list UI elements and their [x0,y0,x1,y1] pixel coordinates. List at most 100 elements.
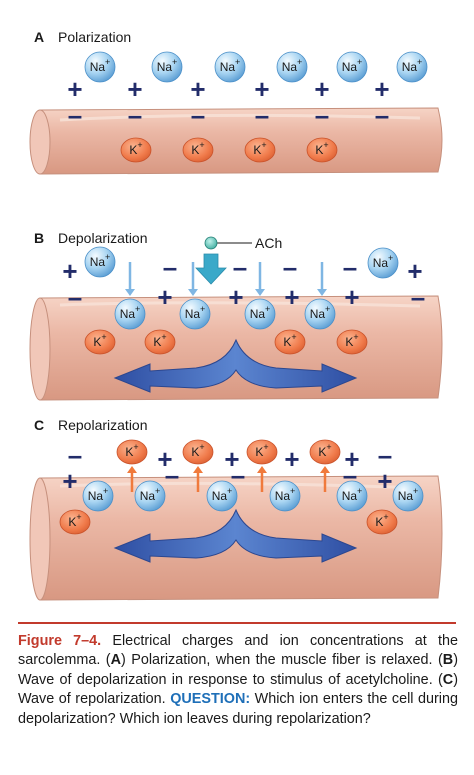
sodium-influx-arrow-head [125,289,135,296]
sodium-influx-arrow-head [188,289,198,296]
sodium-ion: Na+ [151,51,183,83]
sodium-influx-arrow-head [317,289,327,296]
sodium-ion: Na+ [82,480,114,512]
potassium-ion: K+ [274,329,306,355]
panel-c-letter: C [34,417,44,433]
sodium-ion: Na+ [244,298,276,330]
potassium-ion: K+ [59,509,91,535]
positive-charge-icon: + [228,282,243,312]
sodium-ion: Na+ [304,298,336,330]
positive-charge-icon: + [62,256,77,286]
question-text: Which ion enters the cell during depolar… [18,691,458,727]
negative-charge-icon: – [255,100,269,130]
potassium-efflux-arrow-head [127,466,137,473]
potassium-ion: K+ [120,137,152,163]
potassium-ion: K+ [244,137,276,163]
sodium-ion-icon [392,480,424,512]
potassium-ion: K+ [306,137,338,163]
sodium-ion-icon [84,51,116,83]
positive-charge-icon: + [224,444,239,474]
sodium-ion: Na+ [276,51,308,83]
negative-charge-icon: – [411,282,425,312]
positive-charge-icon: + [344,282,359,312]
negative-charge-icon: – [68,282,82,312]
sodium-ion: Na+ [179,298,211,330]
sodium-ion: Na+ [214,51,246,83]
positive-charge-icon: + [284,444,299,474]
positive-charge-icon: + [157,444,172,474]
caption-c: C [442,671,454,688]
sodium-ion: Na+ [84,51,116,83]
panel-c-title: C Repolarization [34,417,148,433]
positive-charge-icon: + [254,74,269,104]
muscle-fiber-figure: A Polarization B Depolarization C Repola… [29,29,443,601]
caption-text-2: ) Polarization, when the muscle fiber is… [121,652,443,669]
negative-charge-icon: – [343,252,357,282]
positive-charge-icon: + [407,256,422,286]
potassium-efflux-arrow-head [257,466,267,473]
sodium-ion-icon [396,51,428,83]
caption-b: B [442,652,454,669]
caption-text-3: ) Wave of depolarization in response to … [18,652,458,688]
sodium-ion-icon [179,298,211,330]
sodium-ion-icon [84,246,116,278]
sodium-ion-icon [276,51,308,83]
sodium-ion: Na+ [114,298,146,330]
sodium-ion-icon [214,51,246,83]
potassium-ion-icon [274,329,306,355]
sodium-ion-icon [206,480,238,512]
potassium-ion: K+ [336,329,368,355]
potassium-ion: K+ [182,439,214,465]
ach-molecule-icon [204,236,218,250]
potassium-ion-icon [182,137,214,163]
panel-b-label: Depolarization [58,230,148,246]
potassium-ion: K+ [366,509,398,535]
panel-a-letter: A [34,29,44,45]
positive-charge-icon: + [314,74,329,104]
positive-charge-icon: + [284,282,299,312]
potassium-ion-icon [306,137,338,163]
caption-a: A [110,652,121,669]
positive-charge-icon: + [67,74,82,104]
sodium-ion-icon [304,298,336,330]
potassium-ion: K+ [144,329,176,355]
sodium-ion-icon [244,298,276,330]
potassium-ion: K+ [246,439,278,465]
sodium-ion-icon [151,51,183,83]
sodium-ion-icon [336,480,368,512]
potassium-ion: K+ [116,439,148,465]
potassium-ion-icon [182,439,214,465]
negative-charge-icon: – [315,100,329,130]
ach-label: ACh [255,235,282,251]
sodium-ion: Na+ [269,480,301,512]
positive-charge-icon: + [62,466,77,496]
potassium-ion-icon [144,329,176,355]
sodium-ion: Na+ [367,247,399,279]
repolarization-wave-arrow [113,508,358,563]
panel-c-label: Repolarization [58,417,148,433]
sodium-ion: Na+ [84,246,116,278]
negative-charge-icon: – [231,460,245,490]
sodium-ion-icon [82,480,114,512]
potassium-ion-icon [309,439,341,465]
sodium-ion: Na+ [336,480,368,512]
negative-charge-icon: – [68,100,82,130]
question-label: QUESTION: [170,691,251,708]
potassium-ion-icon [366,509,398,535]
acetylcholine: ACh [195,235,282,285]
positive-charge-icon: + [157,282,172,312]
negative-charge-icon: – [128,100,142,130]
negative-charge-icon: – [165,460,179,490]
potassium-ion-icon [336,329,368,355]
sodium-ion-icon [269,480,301,512]
potassium-ion: K+ [182,137,214,163]
negative-charge-icon: – [191,100,205,130]
panel-a-title: A Polarization [34,29,131,45]
caption-text-4: ) Wave of repolarization. [18,671,458,708]
sodium-ion-icon [134,480,166,512]
potassium-ion-icon [246,439,278,465]
potassium-ion-icon [59,509,91,535]
panel-b-title: B Depolarization [34,230,148,246]
negative-charge-icon: – [233,252,247,282]
sodium-influx-arrow-head [255,289,265,296]
